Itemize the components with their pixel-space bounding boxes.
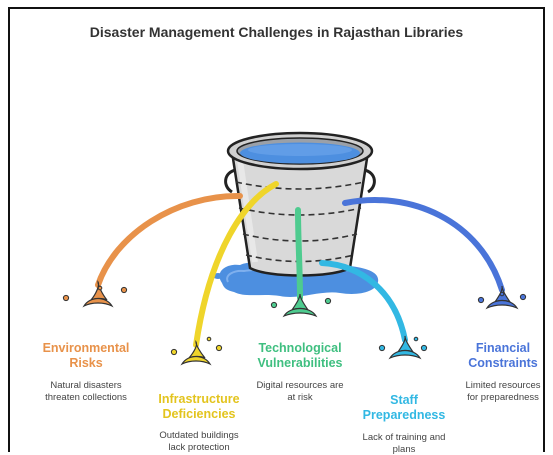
desc-environmental-risks: Natural disasters threaten collections [45, 380, 127, 403]
desc-infrastructure-deficiencies: Outdated buildings lack protection [159, 430, 239, 453]
stream-environmental [62, 192, 243, 308]
label-infrastructure-deficiencies: Infrastructure Deficiencies [158, 392, 240, 421]
stream-infrastructure [170, 181, 279, 366]
bucket-handle-left [224, 168, 237, 194]
label-technological-vulnerabilities: Technological Vulnerabilities [257, 341, 343, 370]
desc-technological-vulnerabilities: Digital resources are at risk [256, 380, 344, 403]
label-financial-constraints: Financial Constraints [468, 341, 538, 370]
label-environmental-risks: Environmental Risks [42, 341, 130, 370]
stream-financial [342, 197, 527, 310]
desc-staff-preparedness: Lack of training and plans [362, 432, 446, 455]
diagram-title: Disaster Management Challenges in Rajast… [89, 24, 464, 40]
desc-financial-constraints: Limited resources for preparedness [465, 380, 541, 403]
stream-staff [319, 260, 428, 360]
diagram-frame [8, 7, 545, 452]
label-staff-preparedness: Staff Preparedness [362, 393, 446, 422]
bucket-handle-right [363, 168, 376, 194]
stream-technological [270, 207, 332, 318]
